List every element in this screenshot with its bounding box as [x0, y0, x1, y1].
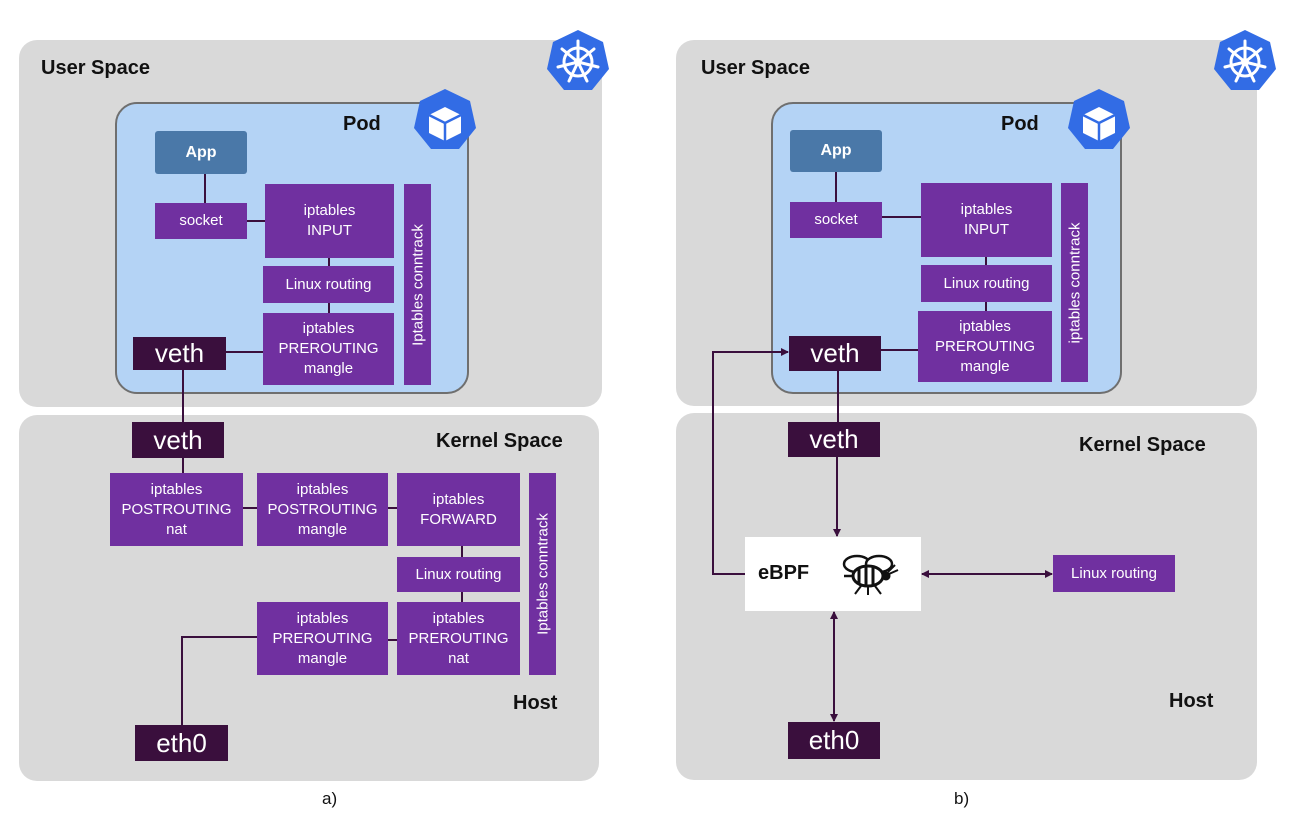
- right-pod-title: Pod: [1001, 113, 1039, 135]
- right-caption: b): [954, 789, 970, 808]
- right-linux-routing-pod-box: Linux routing: [921, 265, 1052, 302]
- left-iptables-prerouting-mangle-kernel-box: iptables PREROUTING mangle: [257, 602, 388, 675]
- right-arrow-ebpf-veth-loop: [712, 348, 789, 575]
- left-iptables-postrouting-mangle-box: iptables POSTROUTING mangle: [257, 473, 388, 546]
- right-conntrack-pod-box: iptables conntrack: [1061, 183, 1088, 382]
- right-app-box: App: [790, 130, 882, 172]
- left-iptables-prerouting-mangle-pod-box: iptables PREROUTING mangle: [263, 313, 394, 385]
- pod-cube-icon: [1068, 89, 1130, 149]
- left-caption: a): [322, 789, 338, 808]
- left-iptables-postrouting-nat-box: iptables POSTROUTING nat: [110, 473, 243, 546]
- right-kernel-space-title: Kernel Space: [1079, 434, 1206, 456]
- left-kernel-space-title: Kernel Space: [436, 430, 563, 452]
- left-linux-routing-kernel-box: Linux routing: [397, 557, 520, 592]
- left-app-box: App: [155, 131, 247, 174]
- left-iptables-prerouting-nat-box: iptables PREROUTING nat: [397, 602, 520, 675]
- left-conntrack-kernel-box: Iptables conntrack: [529, 473, 556, 675]
- right-veth-pod-box: veth: [789, 336, 881, 371]
- left-pod-title: Pod: [343, 113, 381, 135]
- bee-icon: [842, 554, 899, 595]
- left-host-title: Host: [513, 692, 558, 714]
- kubernetes-logo-icon: [1214, 30, 1276, 90]
- right-ebpf-label: eBPF: [758, 562, 810, 584]
- right-linux-routing-kernel-box: Linux routing: [1053, 555, 1175, 592]
- right-iptables-prerouting-mangle-pod-box: iptables PREROUTING mangle: [918, 311, 1052, 382]
- left-socket-box: socket: [155, 203, 247, 239]
- left-linux-routing-pod-box: Linux routing: [263, 266, 394, 303]
- right-ebpf-box: eBPF: [745, 537, 921, 611]
- kubernetes-logo-icon: [547, 30, 609, 90]
- right-user-space-title: User Space: [701, 57, 810, 79]
- left-veth-kernel-box: veth: [132, 422, 224, 458]
- left-veth-pod-box: veth: [133, 337, 226, 370]
- pod-cube-icon: [414, 89, 476, 149]
- left-user-space-title: User Space: [41, 57, 150, 79]
- right-host-title: Host: [1169, 690, 1214, 712]
- left-iptables-input-box: iptables INPUT: [265, 184, 394, 258]
- right-socket-box: socket: [790, 202, 882, 238]
- right-eth0-box: eth0: [788, 722, 880, 759]
- right-veth-kernel-box: veth: [788, 422, 880, 457]
- left-eth0-box: eth0: [135, 725, 228, 761]
- left-line-eth0-premangle: [181, 636, 257, 725]
- left-iptables-forward-box: iptables FORWARD: [397, 473, 520, 546]
- right-iptables-input-box: iptables INPUT: [921, 183, 1052, 257]
- left-conntrack-pod-box: Iptables conntrack: [404, 184, 431, 385]
